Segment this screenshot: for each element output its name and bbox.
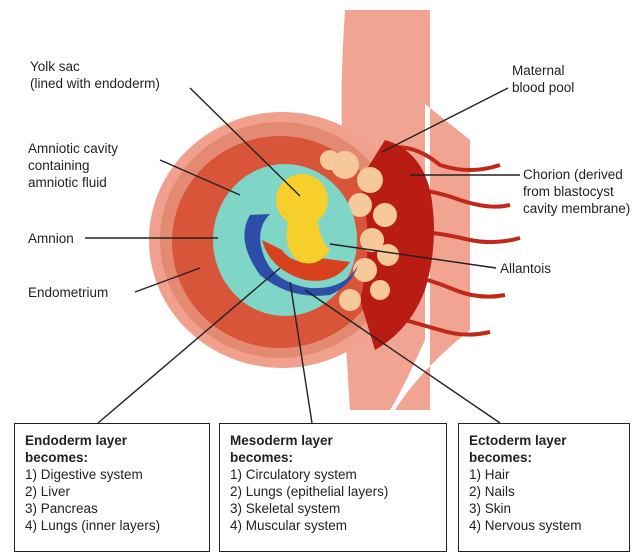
list-item: 4) Lungs (inner layers) [25, 517, 201, 534]
label-yolk-sac: Yolk sac (lined with endoderm) [30, 58, 160, 92]
label-endometrium: Endometrium [28, 284, 108, 301]
label-chorion: Chorion (derived from blastocyst cavity … [523, 166, 630, 217]
list-item: 1) Circulatory system [230, 466, 438, 483]
list-item: 1) Hair [469, 466, 621, 483]
yolk-sac [276, 174, 328, 226]
ectoderm-box: Ectoderm layer becomes: 1) Hair 2) Nails… [458, 423, 630, 552]
endoderm-box: Endoderm layer becomes: 1) Digestive sys… [14, 423, 210, 552]
ectoderm-box-title: Ectoderm layer becomes: [469, 432, 621, 466]
label-amnion: Amnion [28, 230, 74, 247]
list-item: 2) Lungs (epithelial layers) [230, 483, 438, 500]
endoderm-box-title: Endoderm layer becomes: [25, 432, 201, 466]
label-allantois: Allantois [500, 260, 551, 277]
mesoderm-box: Mesoderm layer becomes: 1) Circulatory s… [219, 423, 447, 552]
list-item: 1) Digestive system [25, 466, 201, 483]
mesoderm-box-title: Mesoderm layer becomes: [230, 432, 438, 466]
list-item: 4) Nervous system [469, 517, 621, 534]
list-item: 3) Skeletal system [230, 500, 438, 517]
list-item: 3) Skin [469, 500, 621, 517]
list-item: 2) Liver [25, 483, 201, 500]
label-maternal-blood-pool: Maternal blood pool [512, 62, 574, 96]
label-amniotic-cavity: Amniotic cavity containing amniotic flui… [28, 140, 118, 191]
list-item: 2) Nails [469, 483, 621, 500]
list-item: 3) Pancreas [25, 500, 201, 517]
list-item: 4) Muscular system [230, 517, 438, 534]
